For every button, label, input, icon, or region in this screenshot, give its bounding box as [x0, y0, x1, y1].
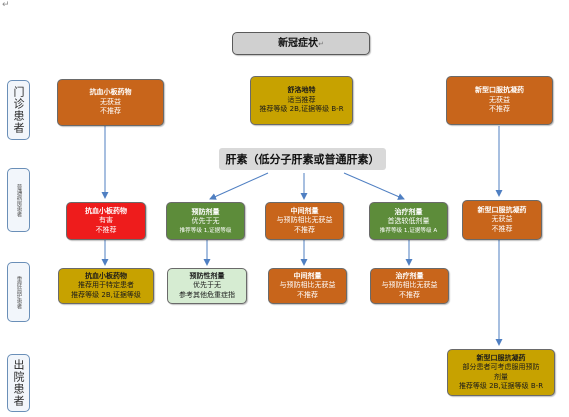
title-text: 新冠症状 — [278, 37, 319, 49]
r1-sulodexide-box: 舒洛地特 适当推荐 推荐等级 2B,证据等级 B-R — [250, 76, 353, 125]
r2-therapeutic-line-2: 推荐等级 1,证据等级 A — [379, 227, 438, 234]
r3-therapeutic-line-1: 与预防相比无获益 — [381, 281, 438, 290]
r3-antiplatelet-box: 抗血小板药物 推荐用于特定患者 推荐等级 2B,证据等级 — [58, 268, 154, 304]
r3-antiplatelet-title: 抗血小板药物 — [85, 271, 127, 280]
r2-prophylactic-box: 预防剂量 优先于无 推荐等级 1,证据等级 — [166, 202, 245, 240]
r1-oral-anticoag-line-2: 不推荐 — [489, 105, 510, 114]
r2-antiplatelet-box: 抗血小板药物 有害 不推荐 — [66, 202, 146, 240]
r2-oral-anticoag-line-1: 无获益 — [491, 215, 513, 224]
r2-intermediate-line-1: 与预防相比无获益 — [276, 216, 333, 225]
r2-antiplatelet-line-1: 有害 — [99, 216, 113, 225]
heparin-label: 肝素（低分子肝素或普通肝素） — [219, 148, 386, 170]
r1-antiplatelet-line-2: 不推荐 — [100, 107, 121, 116]
side-label-icu: 重症监护患者 — [7, 262, 30, 322]
r2-therapeutic-line-1: 首选较低剂量 — [387, 217, 430, 225]
r3-antiplatelet-line-1: 推荐用于特定患者 — [78, 281, 134, 290]
r2-antiplatelet-title: 抗血小板药物 — [85, 206, 127, 215]
side-label-discharge: 出院患者 — [7, 354, 30, 412]
side-label-icu-text: 重症监护患者 — [15, 275, 22, 309]
r4-oral-anticoag-line-1: 部分患者可考虑服用预防 — [462, 363, 540, 371]
r2-intermediate-title: 中间剂量 — [290, 206, 319, 215]
r3-prophylactic-title: 预防性剂量 — [189, 271, 225, 280]
r3-intermediate-box: 中间剂量 与预防相比无获益 不推荐 — [268, 268, 347, 304]
r4-oral-anticoag-box: 新型口服抗凝药 部分患者可考虑服用预防 剂量 推荐等级 2B,证据等级 B-R — [447, 349, 555, 396]
r1-oral-anticoag-title: 新型口服抗凝药 — [475, 86, 524, 95]
r3-antiplatelet-line-2: 推荐等级 2B,证据等级 — [71, 290, 141, 299]
r3-intermediate-line-2: 不推荐 — [297, 290, 318, 299]
r2-oral-anticoag-title: 新型口服抗凝药 — [477, 205, 527, 214]
r2-intermediate-line-2: 不推荐 — [294, 225, 315, 234]
r1-antiplatelet-line-1: 无获益 — [100, 97, 121, 106]
r2-antiplatelet-line-2: 不推荐 — [95, 225, 117, 234]
arrow-heparin-to-prophylactic — [209, 172, 269, 200]
r1-sulodexide-title: 舒洛地特 — [287, 86, 316, 95]
r2-oral-anticoag-box: 新型口服抗凝药 无获益 不推荐 — [462, 200, 542, 240]
r2-oral-anticoag-line-2: 不推荐 — [491, 224, 513, 233]
r1-antiplatelet-box: 抗血小板药物 无获益 不推荐 — [57, 79, 164, 126]
r2-intermediate-box: 中间剂量 与预防相比无获益 不推荐 — [265, 202, 344, 240]
side-label-outpatient: 门诊患者 — [7, 80, 30, 140]
r3-therapeutic-line-2: 不推荐 — [399, 290, 420, 299]
side-label-general-ward-text: 普通病房患者 — [15, 183, 22, 217]
side-label-discharge-text: 出院患者 — [12, 359, 25, 407]
r3-therapeutic-box: 治疗剂量 与预防相比无获益 不推荐 — [370, 268, 449, 304]
r3-intermediate-title: 中间剂量 — [293, 271, 322, 280]
side-label-outpatient-text: 门诊患者 — [12, 86, 25, 134]
r1-oral-anticoag-box: 新型口服抗凝药 无获益 不推荐 — [446, 76, 553, 125]
r1-sulodexide-line-1: 适当推荐 — [287, 95, 316, 104]
r1-sulodexide-line-2: 推荐等级 2B,证据等级 B-R — [259, 105, 344, 114]
r1-oral-anticoag-line-1: 无获益 — [489, 95, 510, 104]
r4-oral-anticoag-line-3: 推荐等级 2B,证据等级 B-R — [458, 382, 544, 390]
side-label-general-ward: 普通病房患者 — [7, 168, 30, 232]
r3-intermediate-line-1: 与预防相比无获益 — [279, 281, 336, 290]
r4-oral-anticoag-title: 新型口服抗凝药 — [476, 353, 526, 362]
r2-therapeutic-title: 治疗剂量 — [394, 207, 423, 216]
r3-prophylactic-line-1: 优先于无 — [193, 281, 221, 290]
r1-antiplatelet-title: 抗血小板药物 — [89, 88, 132, 97]
paragraph-mark: ↵ — [318, 39, 324, 48]
corner-mark: ↵ — [2, 0, 10, 10]
r3-prophylactic-box: 预防性剂量 优先于无 参考其他危重症指 — [167, 268, 247, 304]
r3-therapeutic-title: 治疗剂量 — [395, 271, 424, 280]
r4-oral-anticoag-line-2: 剂量 — [494, 372, 508, 381]
r2-prophylactic-line-1: 优先于无 — [191, 217, 220, 225]
r2-therapeutic-box: 治疗剂量 首选较低剂量 推荐等级 1,证据等级 A — [369, 202, 448, 240]
title-box: 新冠症状↵ — [232, 32, 370, 55]
r3-prophylactic-line-2: 参考其他危重症指 — [179, 290, 235, 299]
r2-prophylactic-line-2: 推荐等级 1,证据等级 — [179, 227, 232, 234]
arrow-heparin-to-therapeutic — [343, 172, 405, 200]
r2-prophylactic-title: 预防剂量 — [191, 207, 220, 216]
